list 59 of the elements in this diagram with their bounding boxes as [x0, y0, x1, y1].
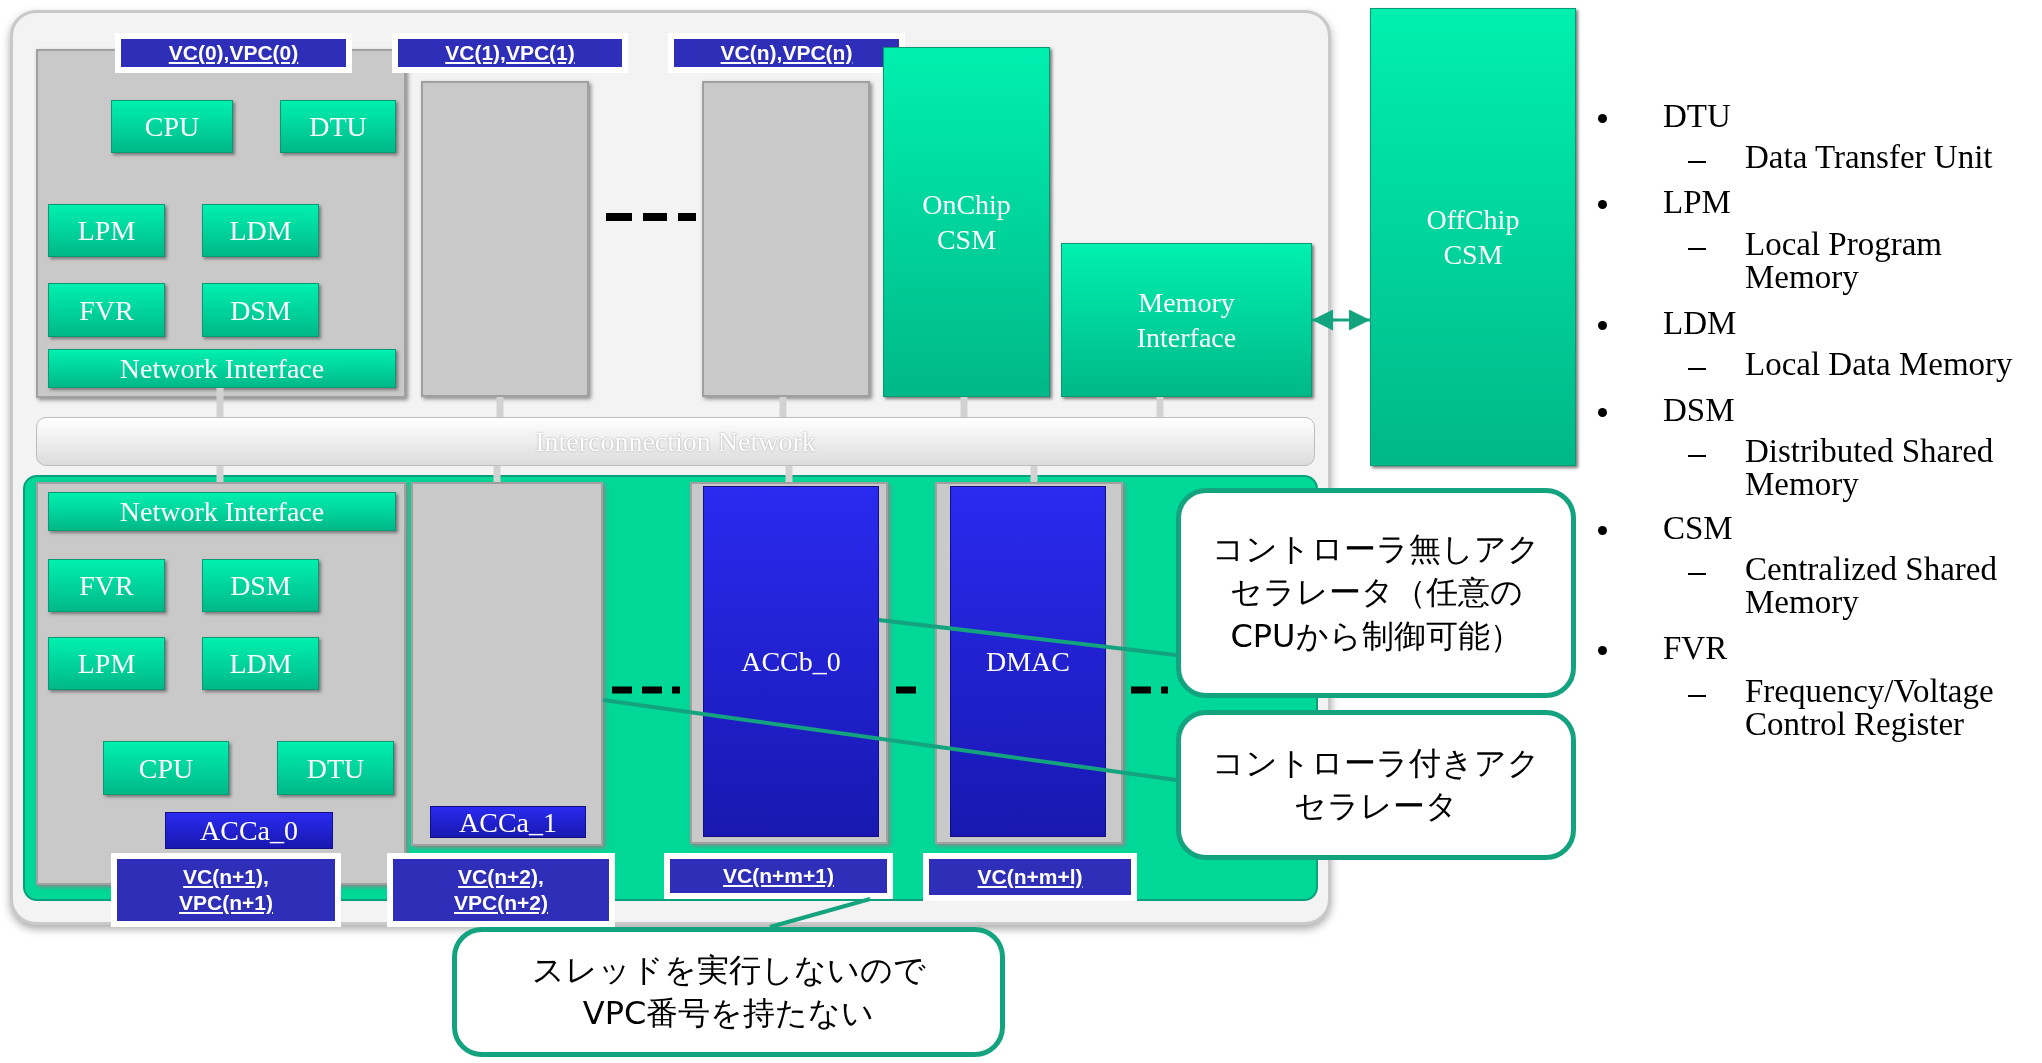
glossary-term: CSM [1663, 510, 1733, 547]
term-definition: Data Transfer Unit [1745, 141, 1994, 174]
vc-tag: VC(0),VPC(0) [115, 33, 352, 73]
glossary-term: DSM [1663, 392, 1735, 429]
callout-bubble: スレッドを実行しないのでVPC番号を持たない [452, 927, 1005, 1057]
glossary-term: FVR [1663, 630, 1728, 667]
unit-box: OffChip CSM [1370, 8, 1576, 466]
vc-tag: VC(n+2), VPC(n+2) [387, 853, 615, 927]
unit-box: Network Interface [48, 492, 396, 531]
connector-line [216, 466, 224, 482]
core-box [935, 482, 1123, 844]
term-definition: Frequency/Voltage Control Register [1745, 675, 1995, 741]
unit-box: LPM [48, 204, 165, 257]
glossary-term: LDM [1663, 305, 1737, 342]
vc-tag: VC(n+1), VPC(n+1) [111, 853, 341, 927]
unit-box: CPU [111, 100, 233, 153]
glossary-term: DTU [1663, 98, 1731, 135]
term-definition: Local Data Memory [1745, 348, 2014, 381]
unit-box: LDM [202, 637, 319, 690]
unit-box: DSM [202, 283, 319, 337]
connector-line [1156, 397, 1164, 417]
unit-box: DTU [280, 100, 396, 153]
connector-line [779, 397, 787, 417]
connector-line [785, 466, 793, 482]
vc-tag: VC(n+m+l) [923, 853, 1137, 901]
connector-line [216, 388, 224, 417]
accelerator-box: ACCa_1 [430, 806, 586, 838]
callout-bubble: コントローラ付きアクセラレータ [1176, 710, 1576, 860]
unit-box: DSM [202, 559, 319, 612]
connector-line [960, 397, 968, 417]
callout-bubble: コントローラ無しアクセラレータ（任意のCPUから制御可能） [1176, 488, 1576, 698]
vc-tag: VC(n+m+1) [664, 853, 893, 899]
unit-box: OnChip CSM [883, 47, 1050, 397]
term-definition: Centralized Shared Memory [1745, 553, 1998, 619]
vc-tag: VC(1),VPC(1) [392, 33, 628, 73]
unit-box: FVR [48, 283, 165, 337]
leader-line [878, 618, 1177, 657]
unit-box: DTU [277, 741, 394, 795]
unit-box: Memory Interface [1061, 243, 1312, 397]
term-definition: Distributed Shared Memory [1745, 435, 1995, 501]
core-box [421, 81, 589, 397]
core-box [411, 482, 603, 846]
unit-box: LPM [48, 637, 165, 690]
accelerator-box: DMAC [950, 486, 1106, 837]
connector-line [1030, 466, 1038, 482]
unit-box: FVR [48, 559, 165, 612]
unit-box: CPU [103, 741, 229, 795]
accelerator-box: ACCb_0 [703, 486, 879, 837]
leader-line [602, 698, 1177, 782]
accelerator-box: ACCa_0 [165, 812, 333, 849]
core-box [702, 81, 870, 397]
connector-line [1312, 309, 1370, 331]
unit-box: Network Interface [48, 349, 396, 388]
unit-box: LDM [202, 204, 319, 257]
term-definition: Local Program Memory [1745, 228, 1944, 294]
vc-tag: VC(n),VPC(n) [668, 33, 905, 73]
glossary-term: LPM [1663, 184, 1731, 221]
connector-line [493, 466, 501, 482]
connector-line [496, 397, 504, 417]
